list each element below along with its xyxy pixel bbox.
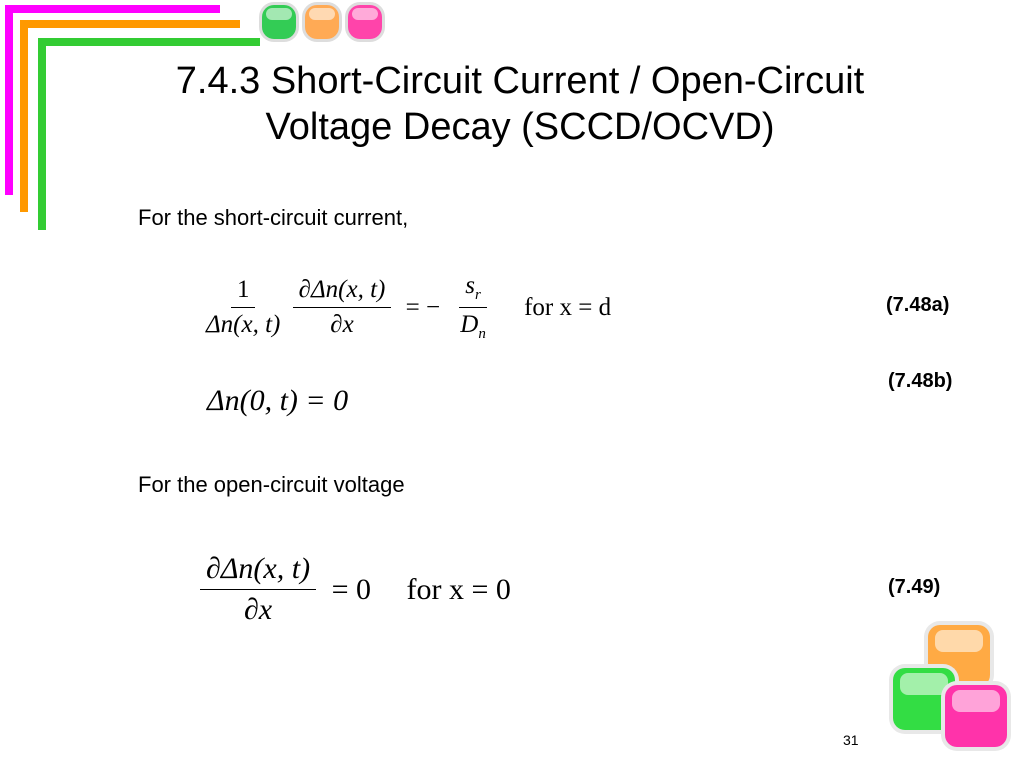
equation-748a: 1 Δn(x, t) ∂Δn(x, t) ∂x = − sr Dn for x … xyxy=(200,272,619,343)
green-cube-icon xyxy=(262,5,296,39)
eq749-rhs: = 0 xyxy=(331,572,371,606)
eq748a-equals-minus: = − xyxy=(405,293,441,321)
eq748a-frac3-den-sub: n xyxy=(478,326,486,342)
eq748a-condition: for x = d xyxy=(524,293,612,321)
eq748a-frac3-den-base: D xyxy=(460,311,479,338)
pink-cube-icon xyxy=(348,5,382,39)
pink-cube-icon xyxy=(945,685,1007,747)
eq748a-frac3-num-base: s xyxy=(465,272,476,299)
eq-label-748b: (7.48b) xyxy=(888,370,953,392)
eq749-denominator: ∂x xyxy=(243,593,273,626)
green-bar-horizontal xyxy=(38,38,260,46)
eq748a-fraction-2: ∂Δn(x, t) ∂x xyxy=(292,276,392,339)
page-number: 31 xyxy=(843,732,859,748)
eq748a-frac1-denominator: Δn(x, t) xyxy=(206,311,281,338)
orange-bar-horizontal xyxy=(20,20,240,28)
short-circuit-text: For the short-circuit current, xyxy=(138,205,409,230)
eq749-numerator: ∂Δn(x, t) xyxy=(200,552,317,590)
green-cube-icon xyxy=(893,668,955,730)
eq748a-fraction-3: sr Dn xyxy=(454,272,492,343)
eq748a-frac3-num-sub: r xyxy=(475,287,481,303)
green-bar-vertical xyxy=(38,38,46,230)
slide-title-line1: 7.4.3 Short-Circuit Current / Open-Circu… xyxy=(175,60,865,102)
eq-label-748a: (7.48a) xyxy=(886,294,950,316)
eq-label-749: (7.49) xyxy=(888,576,941,598)
eq749-condition: for x = 0 xyxy=(406,572,511,606)
eq748a-frac1-numerator: 1 xyxy=(230,276,256,308)
magenta-bar-horizontal xyxy=(5,5,220,13)
slide-title-line2: Voltage Decay (SCCD/OCVD) xyxy=(265,106,775,148)
slide-title: 7.4.3 Short-Circuit Current / Open-Circu… xyxy=(110,58,930,150)
orange-cube-icon xyxy=(305,5,339,39)
magenta-bar-vertical xyxy=(5,5,13,195)
orange-bar-vertical xyxy=(20,20,28,212)
eq748a-frac2-numerator: ∂Δn(x, t) xyxy=(292,276,392,308)
eq749-fraction: ∂Δn(x, t) ∂x xyxy=(200,552,317,627)
open-circuit-text: For the open-circuit voltage xyxy=(138,472,405,497)
eq748a-fraction-1: 1 Δn(x, t) xyxy=(200,276,286,339)
equation-749: ∂Δn(x, t) ∂x = 0 for x = 0 xyxy=(200,552,519,627)
equation-748b: Δn(0, t) = 0 xyxy=(207,384,349,417)
eq748a-frac2-denominator: ∂x xyxy=(330,311,354,338)
